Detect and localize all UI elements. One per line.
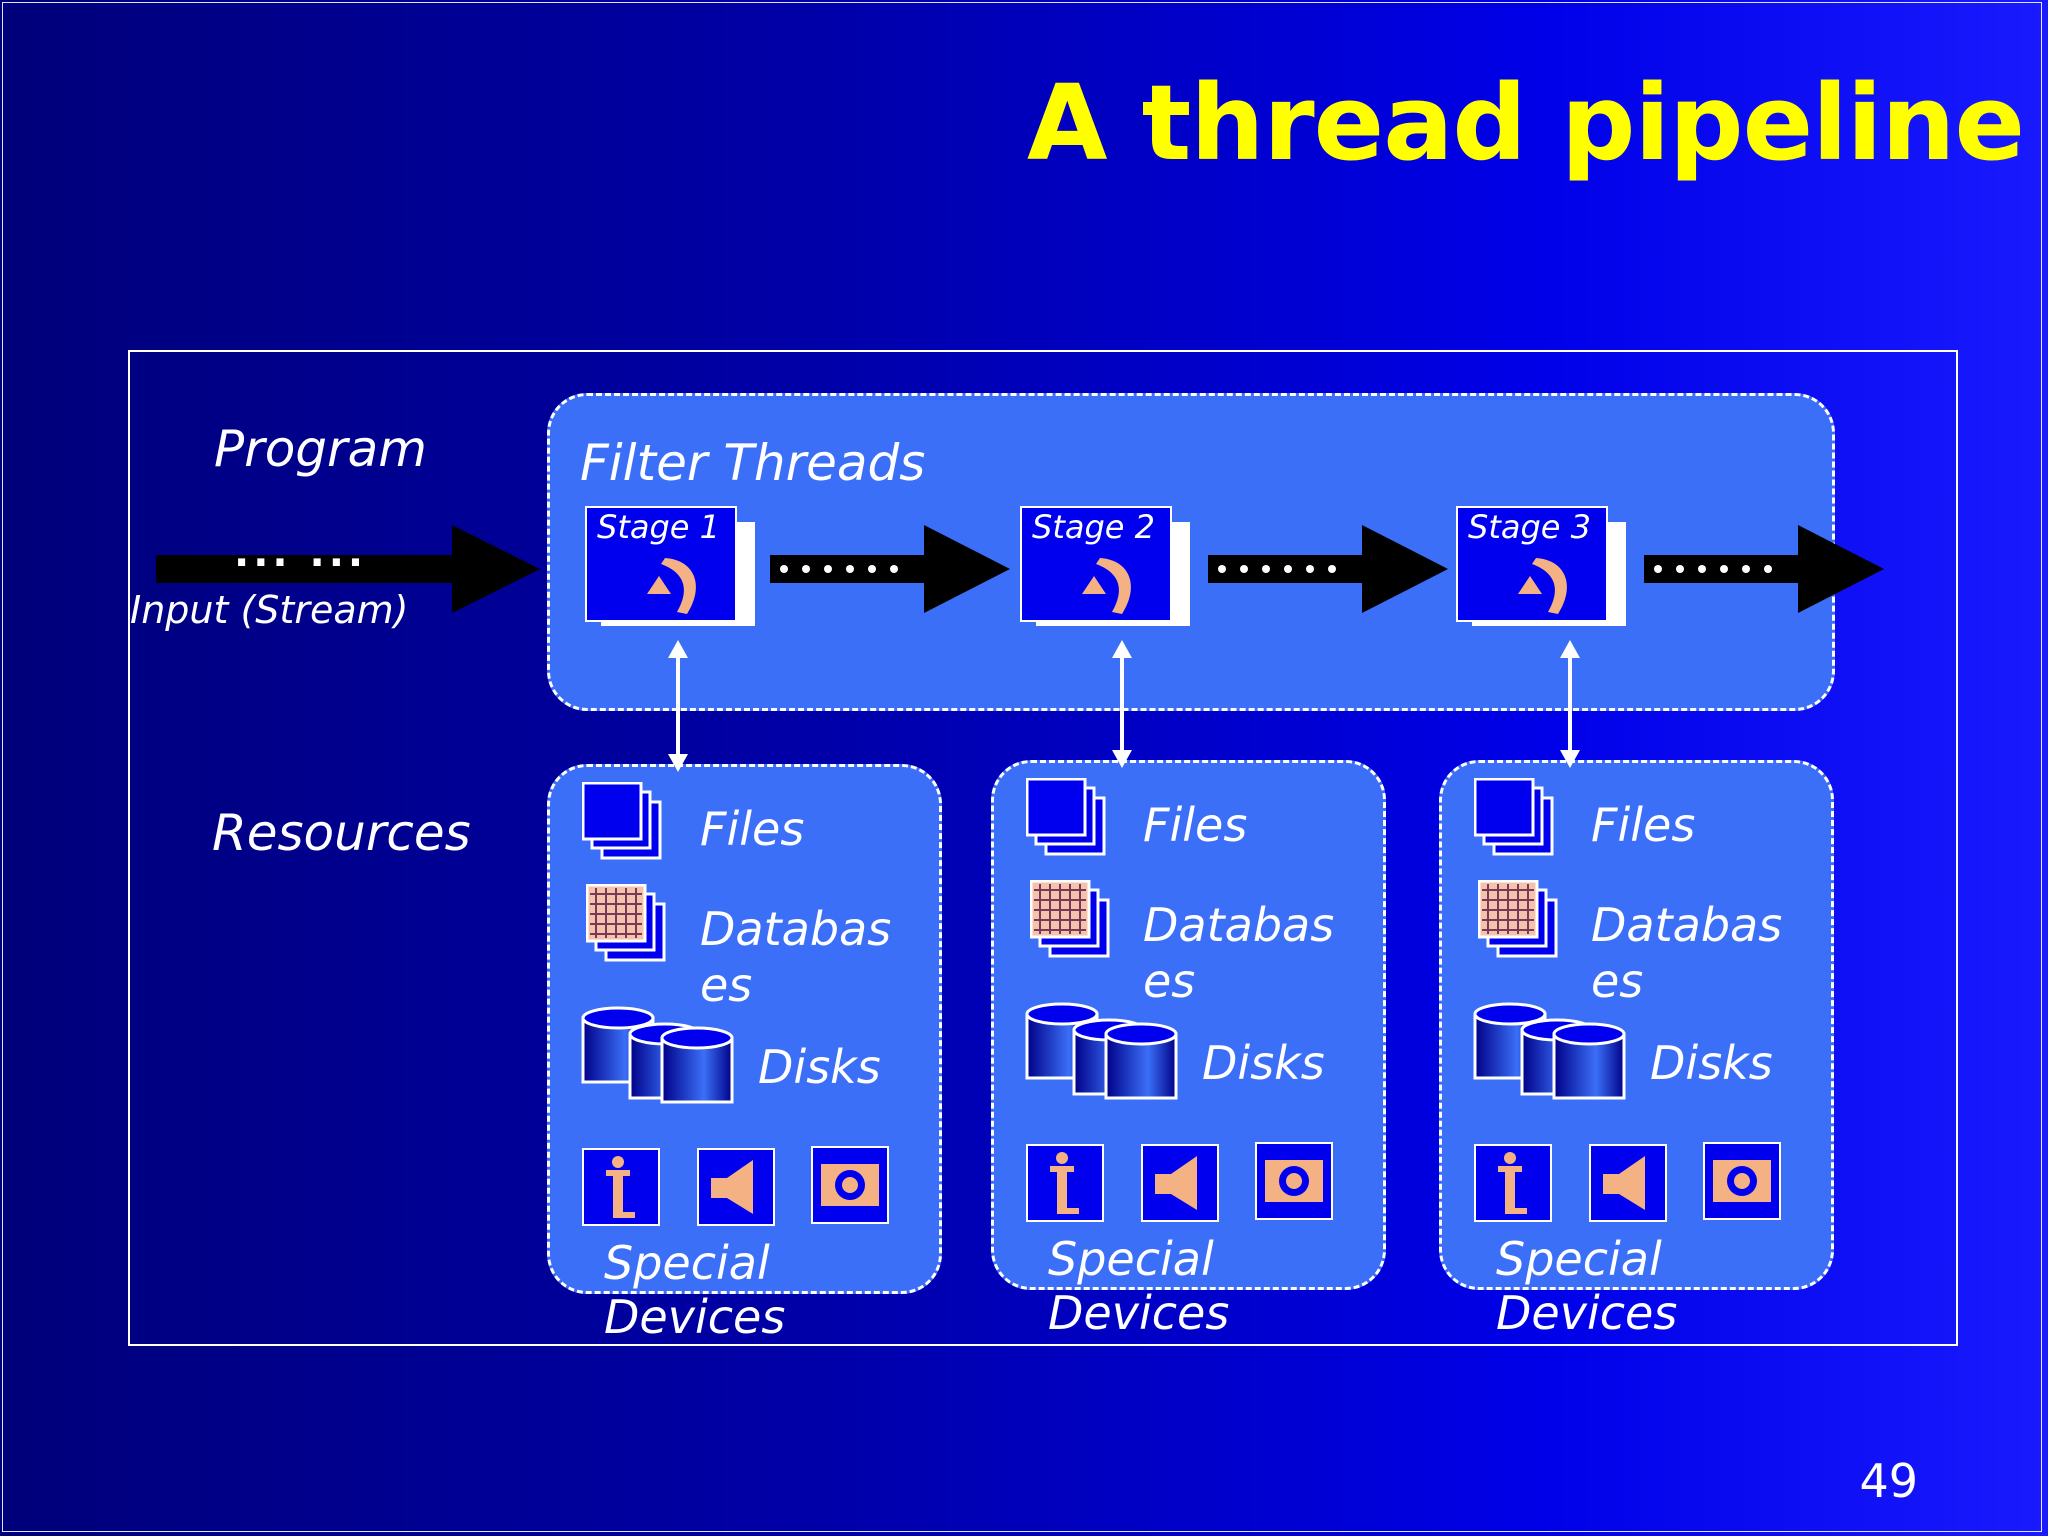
- database-grid-icon: [1030, 880, 1110, 958]
- special-devices-label-line-2: Devices: [1496, 1286, 1678, 1340]
- databases-label-line-2: es: [1591, 954, 1644, 1008]
- special-devices-label-line-1: Special: [604, 1236, 770, 1290]
- databases-label-line-1: Databas: [1591, 898, 1783, 952]
- slide-title: A thread pipeline: [1026, 62, 2025, 184]
- files-stack-icon: [1026, 778, 1106, 856]
- files-label: Files: [1143, 798, 1248, 852]
- special-devices-label-line-1: Special: [1048, 1232, 1214, 1286]
- disks-label: Disks: [1650, 1036, 1773, 1090]
- stage-label: Stage 2: [1032, 508, 1155, 546]
- stage-window-icon: Stage 2: [1020, 506, 1172, 622]
- disk-cylinders-icon: [1025, 1002, 1178, 1100]
- files-label: Files: [1591, 798, 1696, 852]
- database-grid-icon: [586, 884, 666, 962]
- camera-device-icon: [811, 1146, 889, 1224]
- stage-1: Stage 1: [585, 506, 755, 626]
- disk-cylinders-icon: [1473, 1002, 1626, 1100]
- stage-label: Stage 3: [1468, 508, 1591, 546]
- stage-window-icon: Stage 3: [1456, 506, 1608, 622]
- files-label: Files: [700, 802, 805, 856]
- special-devices-label-line-1: Special: [1496, 1232, 1662, 1286]
- diagram-frame: [128, 350, 1958, 1346]
- output-arrow: [1644, 525, 1884, 613]
- disks-label: Disks: [758, 1040, 881, 1094]
- input-stream-label: Input (Stream): [130, 588, 409, 632]
- databases-label-line-1: Databas: [700, 902, 892, 956]
- databases-label-line-2: es: [700, 958, 753, 1012]
- speaker-device-icon: [697, 1148, 775, 1226]
- special-devices-label-line-2: Devices: [1048, 1286, 1230, 1340]
- page-number: 49: [1859, 1454, 1918, 1508]
- stage-1-resource-link: [668, 640, 688, 772]
- stage-window-icon: Stage 1: [585, 506, 737, 622]
- person-device-icon: [582, 1148, 660, 1226]
- stage-3: Stage 3: [1456, 506, 1626, 626]
- input-arrow: [156, 525, 540, 613]
- databases-label-line-2: es: [1143, 954, 1196, 1008]
- database-grid-icon: [1478, 880, 1558, 958]
- person-device-icon: [1474, 1144, 1552, 1222]
- files-stack-icon: [582, 782, 662, 860]
- program-label: Program: [214, 420, 427, 478]
- disk-cylinders-icon: [581, 1006, 734, 1104]
- person-device-icon: [1026, 1144, 1104, 1222]
- pipe-arrow-1: [770, 525, 1010, 613]
- filter-threads-title: Filter Threads: [580, 434, 926, 492]
- special-devices-label-line-2: Devices: [604, 1290, 786, 1344]
- stage-2: Stage 2: [1020, 506, 1190, 626]
- camera-device-icon: [1255, 1142, 1333, 1220]
- pipe-arrow-2: [1208, 525, 1448, 613]
- stage-2-resource-link: [1112, 640, 1132, 768]
- speaker-device-icon: [1141, 1144, 1219, 1222]
- disks-label: Disks: [1202, 1036, 1325, 1090]
- databases-label-line-1: Databas: [1143, 898, 1335, 952]
- files-stack-icon: [1474, 778, 1554, 856]
- stage-label: Stage 1: [597, 508, 720, 546]
- speaker-device-icon: [1589, 1144, 1667, 1222]
- input-dots: ... ...: [234, 530, 368, 576]
- resources-label: Resources: [212, 804, 471, 862]
- camera-device-icon: [1703, 1142, 1781, 1220]
- stage-3-resource-link: [1560, 640, 1580, 768]
